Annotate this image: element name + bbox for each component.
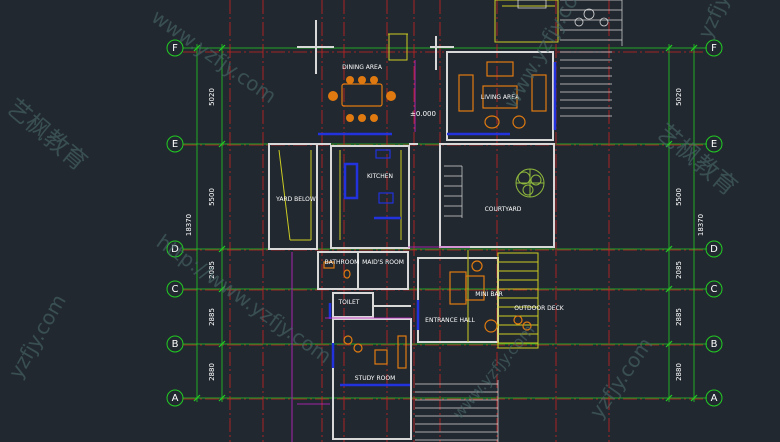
grid-label-left-a: A <box>172 393 179 404</box>
right-dim-5: 2880 <box>675 363 683 381</box>
wall-maids-room <box>357 251 409 290</box>
left-dim-2: 5500 <box>208 188 216 206</box>
label-living-area: LIVING AREA <box>481 94 520 101</box>
kitchen-fixtures <box>375 149 394 204</box>
stair-treads-top <box>560 0 623 117</box>
label-yard-below: YARD BELOW <box>275 196 316 203</box>
study-sofa <box>397 335 407 369</box>
watermark-yzfjy-4: www.yzfjy.com <box>449 321 539 423</box>
entrance-table <box>465 275 485 301</box>
right-dim-1: 5020 <box>675 88 683 106</box>
label-kitchen: KITCHEN <box>367 173 393 180</box>
watermark-cn-1: 艺枫教育 <box>1 93 93 176</box>
label-maids-room: MAID'S ROOM <box>362 259 404 266</box>
right-dim-4: 2885 <box>675 308 683 326</box>
right-dim-2: 5500 <box>675 188 683 206</box>
outdoor-deck-area <box>497 252 539 349</box>
grid-bubbles-right <box>705 39 723 407</box>
label-mini-bar: MINI BAR <box>475 291 503 298</box>
grid-label-right-a: A <box>711 393 718 404</box>
sofa-top <box>486 61 514 77</box>
coffee-table <box>482 85 518 109</box>
entrance-sofa <box>449 271 467 305</box>
label-level: ±0.000 <box>410 110 436 118</box>
grid-label-right-b: B <box>711 339 718 350</box>
study-desk <box>374 349 388 365</box>
windows <box>318 62 557 387</box>
wall-courtyard <box>439 143 555 248</box>
watermark-cn-2: 艺枫教育 <box>651 118 743 201</box>
walls <box>268 20 555 440</box>
left-dimension-chain <box>193 44 226 402</box>
left-dim-5: 2880 <box>208 363 216 381</box>
grid-label-right-d: D <box>710 244 718 255</box>
label-toilet: TOILET <box>338 299 360 306</box>
grid-label-right-c: C <box>711 284 718 295</box>
courtyard-tree-icon <box>515 168 545 198</box>
label-bathroom: BATHROOM <box>325 259 360 266</box>
wall-study <box>332 318 412 440</box>
watermark-yzfjy-2: yzfjy.com <box>4 290 71 383</box>
grid-label-left-e: E <box>172 139 178 150</box>
dining-chairs <box>328 76 396 122</box>
room-labels: DINING AREA LIVING AREA ±0.000 YARD BELO… <box>275 64 565 382</box>
grid-label-left-b: B <box>172 339 179 350</box>
label-entrance-hall: ENTRANCE HALL <box>425 317 475 324</box>
grid-label-left-d: D <box>171 244 179 255</box>
left-dim-1: 5020 <box>208 88 216 106</box>
stair-treads-bottom <box>415 165 499 442</box>
label-study-room: STUDY ROOM <box>355 375 396 382</box>
grid-label-left-f: F <box>172 43 178 54</box>
dining-table <box>341 83 383 107</box>
grid-label-right-f: F <box>711 43 717 54</box>
armchair-2 <box>512 115 526 129</box>
left-dim-4: 2885 <box>208 308 216 326</box>
watermark-yzfjy-3: yzfjy.com <box>584 333 657 423</box>
armchair <box>484 115 500 129</box>
label-courtyard: COURTYARD <box>485 206 522 213</box>
wall-bathroom <box>317 251 359 290</box>
right-dim-3: 2085 <box>675 261 683 279</box>
left-dim-total: 18370 <box>185 214 193 236</box>
label-dining-area: DINING AREA <box>342 64 383 71</box>
watermark-yzfjy-1: yzfjy.com <box>693 0 754 42</box>
grid-label-left-c: C <box>172 284 179 295</box>
furniture <box>323 61 547 369</box>
wall-yard-below <box>268 143 318 250</box>
wall-living <box>446 51 554 141</box>
magenta-lines <box>291 60 470 442</box>
left-dim-3: 2085 <box>208 261 216 279</box>
top-deck-furniture <box>517 0 609 27</box>
grid-label-right-e: E <box>711 139 717 150</box>
sofa-right <box>531 74 547 112</box>
right-dimension-chain <box>665 44 698 402</box>
yellow-elements <box>278 0 559 349</box>
sofa-left <box>458 74 474 112</box>
right-dim-total: 18370 <box>697 214 705 236</box>
label-outdoor-deck: OUTDOOR DECK <box>514 305 565 312</box>
grid-bubbles-left <box>166 39 184 407</box>
wall-kitchen <box>330 145 410 249</box>
red-axis-lines <box>183 0 705 442</box>
